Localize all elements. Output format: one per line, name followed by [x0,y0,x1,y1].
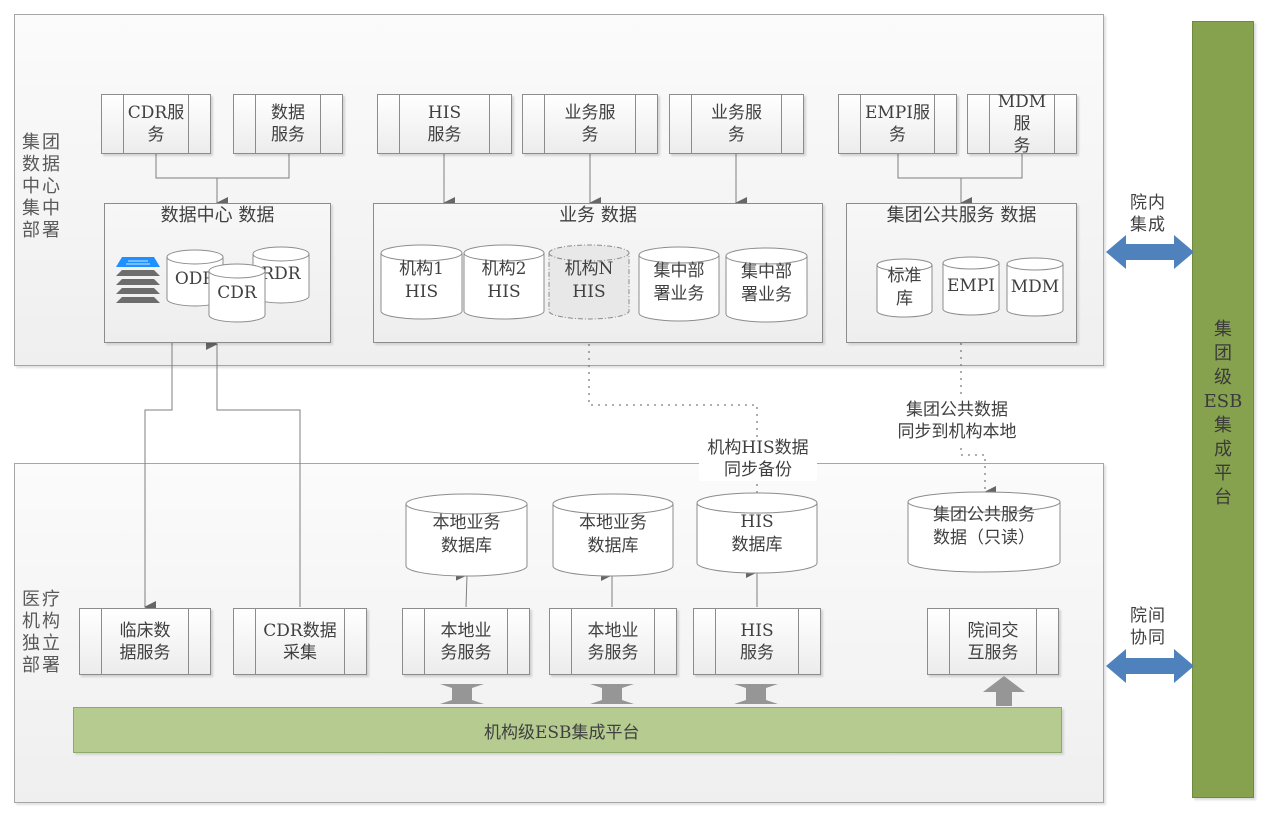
database-mdm[interactable]: MDM [1006,257,1064,317]
local-business-service-1[interactable]: 本地业务服务 [402,608,530,675]
database-cdr[interactable]: CDR [208,263,266,323]
his-sync-note: 机构HIS数据同步备份 [699,437,817,481]
database-icon [208,263,266,323]
connector-arrow [455,568,468,608]
cdr-data-collection[interactable]: CDR数据采集 [233,608,367,675]
database-icon [548,244,630,320]
inter-hospital-arrow [1106,649,1194,683]
database-icon [696,492,818,574]
database-icon [463,244,545,320]
business-service-2[interactable]: 业务服务 [669,94,804,154]
database-central-business-1[interactable]: 集中部署业务 [638,246,720,322]
label-line: 医疗 [22,589,62,610]
cdr-service[interactable]: CDR服务 [101,94,211,154]
data-service[interactable]: 数据服务 [233,94,343,154]
empi-service[interactable]: EMPI服务 [838,94,957,154]
database-icon [942,256,1000,316]
inter-hospital-label: 院间协同 [1130,606,1166,648]
label-line: 独立 [22,633,62,654]
org-esb-platform[interactable]: 机构级ESB集成平台 [73,707,1062,753]
label-line: 部署 [22,655,62,676]
database-icon [876,258,933,318]
group-title: 数据中心 数据 [160,205,275,226]
group-title: 集团公共服务 数据 [886,205,1037,226]
layer-stack-icon [116,257,160,303]
org-esb-label: 机构级ESB集成平台 [484,722,640,743]
connector-line [897,154,1023,179]
database-central-business-2[interactable]: 集中部署业务 [725,247,808,323]
database-icon [380,244,463,320]
connector-line [155,154,290,179]
internal-integration-label: 院内集成 [1130,193,1166,235]
connector-arrow [206,338,301,607]
database-icon [1006,257,1064,317]
local-business-service-2[interactable]: 本地业务服务 [549,608,677,675]
mdm-service[interactable]: MDM服务 [967,92,1077,156]
clinical-data-service[interactable]: 临床数据服务 [79,608,211,675]
database-icon [725,247,808,323]
label-line: 机构 [22,611,62,632]
database-icon [552,493,674,577]
database-local-business-1[interactable]: 本地业务数据库 [405,493,528,577]
top-panel-label: 集团数据中心集中部署 [22,132,62,241]
business-service-1[interactable]: 业务服务 [522,94,658,154]
database-empi[interactable]: EMPI [942,256,1000,316]
database-standard[interactable]: 标准库 [876,258,933,318]
database-local-business-2[interactable]: 本地业务数据库 [552,493,674,577]
inter-hospital-service[interactable]: 院间交互服务 [927,608,1059,675]
database-icon [638,246,720,322]
database-public-readonly[interactable]: 集团公共服务数据（只读） [907,491,1061,573]
public-sync-note: 集团公共数据同步到机构本地 [882,399,1032,443]
database-icon [405,493,528,577]
bottom-panel-label: 医疗 机构 独立 部署 [22,589,66,677]
database-rdr[interactable]: RDR [252,246,310,304]
connector-arrow [144,343,173,613]
group-title: 业务 数据 [559,205,637,226]
database-icon [907,491,1061,573]
internal-integration-arrow [1106,235,1194,269]
